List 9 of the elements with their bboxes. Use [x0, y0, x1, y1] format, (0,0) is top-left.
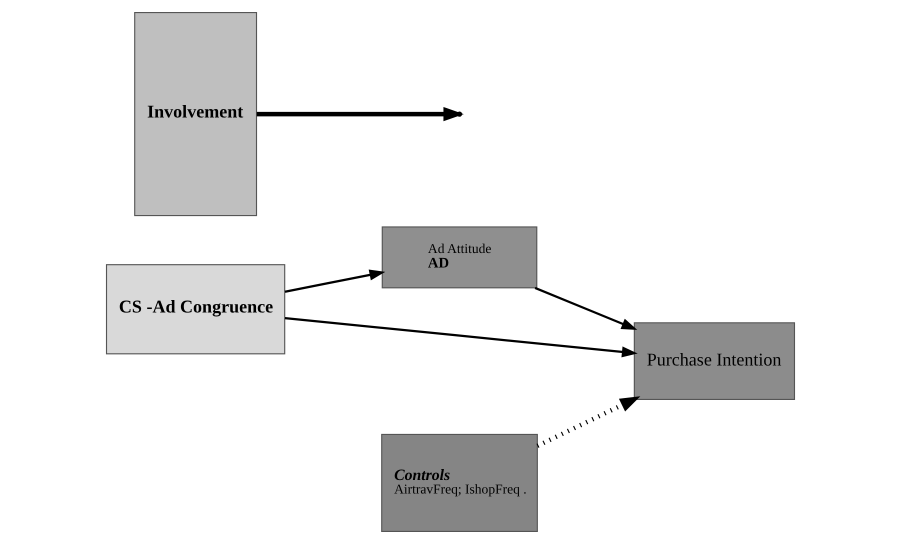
arrow [536, 396, 640, 448]
arrow [284, 316, 638, 358]
node-box: Purchase Intention [634, 322, 796, 400]
arrow [284, 269, 386, 293]
node-box: Ad Attitude AD [382, 226, 538, 288]
node-box: Controls AirtravFreq; IshopFreq . [381, 434, 538, 532]
arrow [534, 286, 638, 330]
node-box: CS -Ad Congruence [106, 264, 286, 354]
node-box: Involvement [134, 12, 258, 216]
